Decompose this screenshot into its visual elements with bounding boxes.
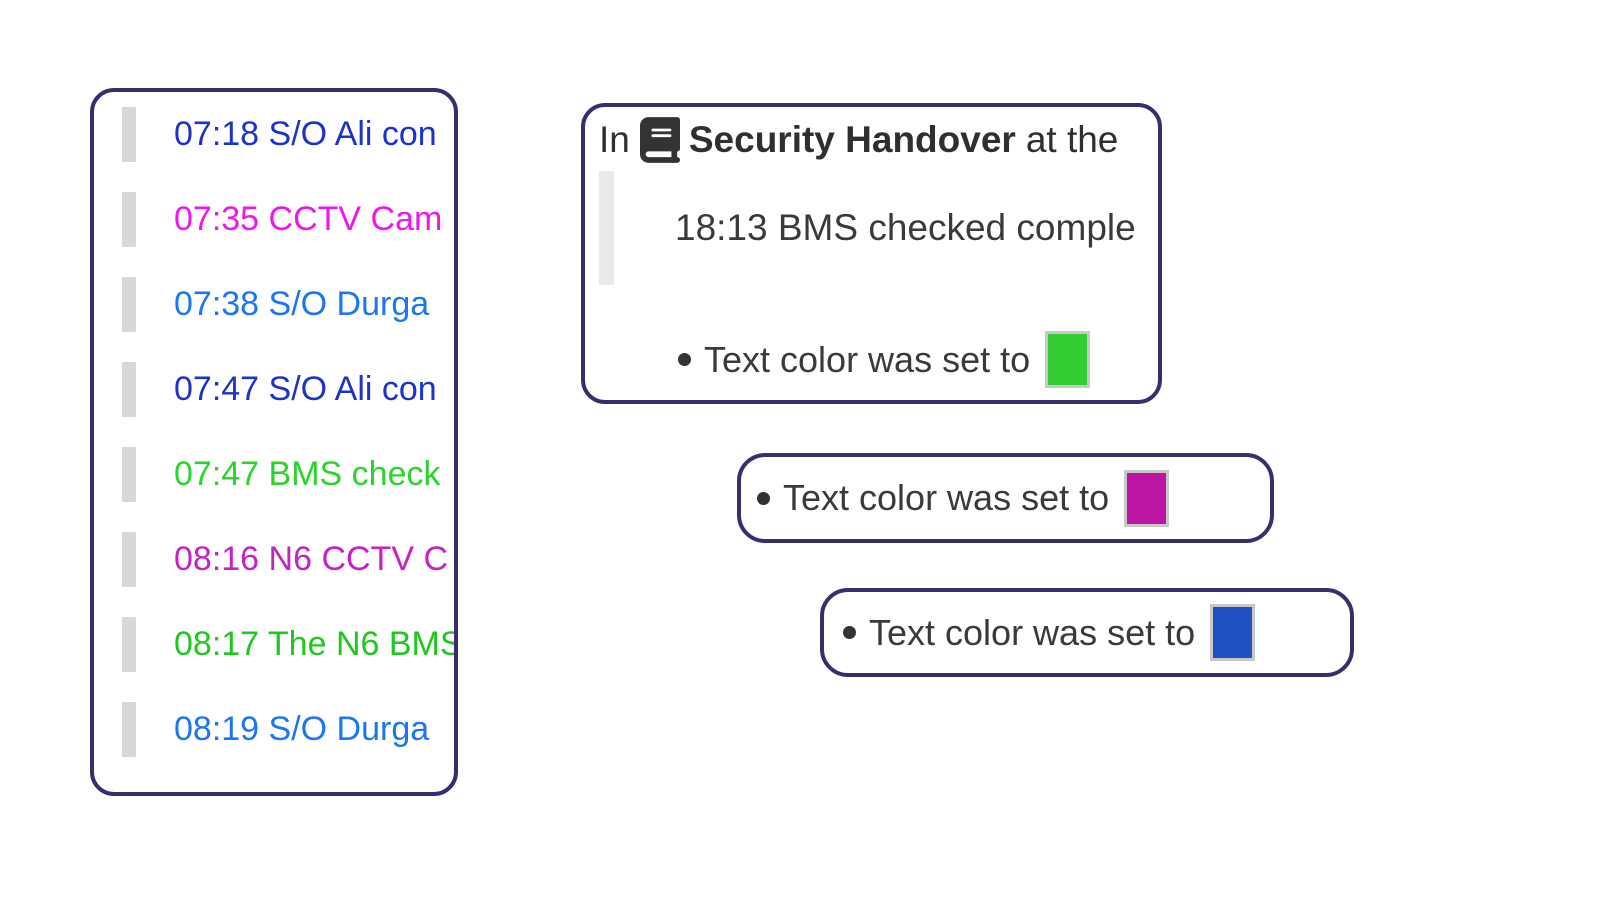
bullet-dot: [757, 491, 770, 505]
timeline-entry-text: 07:47 S/O Ali con: [174, 370, 437, 408]
timeline-entry-text: 07:38 S/O Durga: [174, 285, 430, 323]
quote-bar: [122, 277, 136, 332]
context-header: In Security Handover at the: [599, 115, 1158, 165]
quote-bar: [122, 192, 136, 247]
bullet-text: Text color was set to: [704, 338, 1031, 380]
bullet-item: Text color was set to: [678, 331, 1158, 388]
timeline-entry: 08:16 N6 CCTV C: [122, 532, 454, 587]
timeline-entry: 07:47 BMS check: [122, 447, 454, 502]
timeline-entry: 07:47 S/O Ali con: [122, 362, 454, 417]
quote-bar: [122, 447, 136, 502]
timeline-entry: 08:17 The N6 BMS: [122, 617, 454, 672]
timeline-entry-text: 08:16 N6 CCTV C: [174, 540, 448, 578]
context-panel: In Security Handover at the 18:13 BMS ch…: [581, 103, 1162, 404]
quote-bar: [122, 702, 136, 757]
timeline-entry-text: 08:19 S/O Durga: [174, 710, 430, 748]
quote-bar: [122, 362, 136, 417]
book-icon: [639, 117, 680, 163]
color-swatch-magenta: [1124, 469, 1170, 527]
quote-bar: [122, 532, 136, 587]
bullet-text: Text color was set to: [869, 611, 1196, 653]
quote-bar: [122, 107, 136, 162]
context-quote-block: 18:13 BMS checked comple: [599, 171, 1158, 285]
context-quote-text: 18:13 BMS checked comple: [675, 207, 1136, 248]
color-swatch-blue: [1210, 604, 1256, 661]
timeline-entry: 07:35 CCTV Cam: [122, 192, 454, 247]
context-header-prefix: In: [599, 119, 630, 160]
bullet-bubble-blue: Text color was set to: [820, 588, 1354, 677]
color-swatch-green: [1045, 331, 1091, 388]
bullet-text: Text color was set to: [783, 477, 1110, 518]
context-page-title: Security Handover: [688, 119, 1016, 160]
bullet-dot: [843, 626, 856, 639]
timeline-entry-text: 07:35 CCTV Cam: [174, 200, 443, 238]
timeline-entry: 07:38 S/O Durga: [122, 277, 454, 332]
bullet-bubble-magenta: Text color was set to: [737, 453, 1274, 543]
timeline-entry-text: 07:47 BMS check: [174, 455, 441, 493]
timeline-panel: 07:18 S/O Ali con 07:35 CCTV Cam 07:38 S…: [90, 88, 458, 796]
timeline-entry-text: 08:17 The N6 BMS: [174, 625, 458, 663]
timeline-entry: 07:18 S/O Ali con: [122, 107, 454, 162]
quote-bar: [122, 617, 136, 672]
timeline-entry: 08:19 S/O Durga: [122, 702, 454, 757]
context-header-suffix: at the: [1025, 119, 1119, 160]
timeline-entry-text: 07:18 S/O Ali con: [174, 115, 437, 153]
bullet-dot: [678, 353, 691, 366]
